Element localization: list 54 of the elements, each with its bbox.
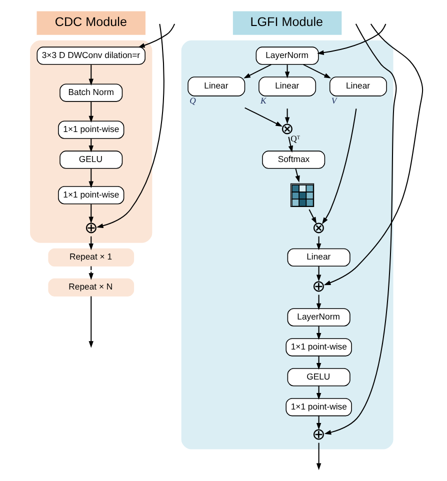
- node-box: Batch Norm: [60, 84, 123, 102]
- arrow: [316, 236, 322, 250]
- cluster: [181, 40, 394, 450]
- arrow: [316, 326, 322, 340]
- node-label: Q: [190, 96, 196, 106]
- arrow: [316, 356, 322, 370]
- arrow: [244, 64, 272, 78]
- node-box: GELU: [60, 150, 123, 169]
- arrow: [316, 416, 322, 430]
- arrow: [244, 107, 283, 127]
- arrow: [88, 266, 94, 280]
- node-label: V: [331, 96, 337, 106]
- arrow: [316, 386, 322, 400]
- node-text: ⊕: [312, 426, 326, 444]
- arrow: [316, 294, 322, 310]
- arrow: [88, 296, 94, 348]
- arrow: [295, 168, 300, 182]
- node-box: 1×1 point-wise: [286, 338, 352, 356]
- arrow: [324, 24, 424, 286]
- arrow: [138, 24, 176, 48]
- arrow: [88, 168, 94, 188]
- node-text: ⊕: [312, 278, 326, 296]
- node-box: Repeat × N: [48, 278, 134, 296]
- node-text: ⊕: [84, 220, 98, 238]
- arrow: [288, 136, 294, 153]
- arrow: [317, 24, 386, 55]
- arrow: [308, 209, 317, 224]
- node-label: K: [260, 96, 266, 106]
- node-box: 1×1 point-wise: [58, 186, 124, 204]
- arrow: [284, 64, 290, 78]
- node-box: LayerNorm: [287, 308, 350, 326]
- arrow: [88, 102, 94, 123]
- node-box: Linear: [287, 248, 350, 266]
- node-box: Softmax: [262, 150, 326, 169]
- edge-label: Qᵀ: [290, 133, 300, 144]
- node-box: CDC Module: [36, 11, 146, 35]
- arrow: [88, 236, 94, 250]
- arrow: [322, 108, 357, 224]
- node-box: Repeat × 1: [48, 248, 134, 266]
- arrow: [303, 64, 332, 78]
- node-text: ⊗: [312, 220, 326, 238]
- arrow: [324, 24, 397, 435]
- arrow: [284, 108, 290, 124]
- node-box: 1×1 point-wise: [58, 120, 124, 139]
- arrow: [88, 204, 94, 224]
- arrow: [88, 138, 94, 152]
- arrow: [316, 442, 322, 470]
- node-box: 3×3 D DWConv dilation=r: [36, 46, 146, 65]
- arrow: [88, 64, 94, 86]
- node-box: GELU: [287, 368, 350, 386]
- node-box: 1×1 point-wise: [286, 398, 352, 416]
- node-box: LGFI Module: [232, 11, 342, 35]
- arrow: [96, 24, 164, 228]
- node-box: LayerNorm: [256, 46, 319, 65]
